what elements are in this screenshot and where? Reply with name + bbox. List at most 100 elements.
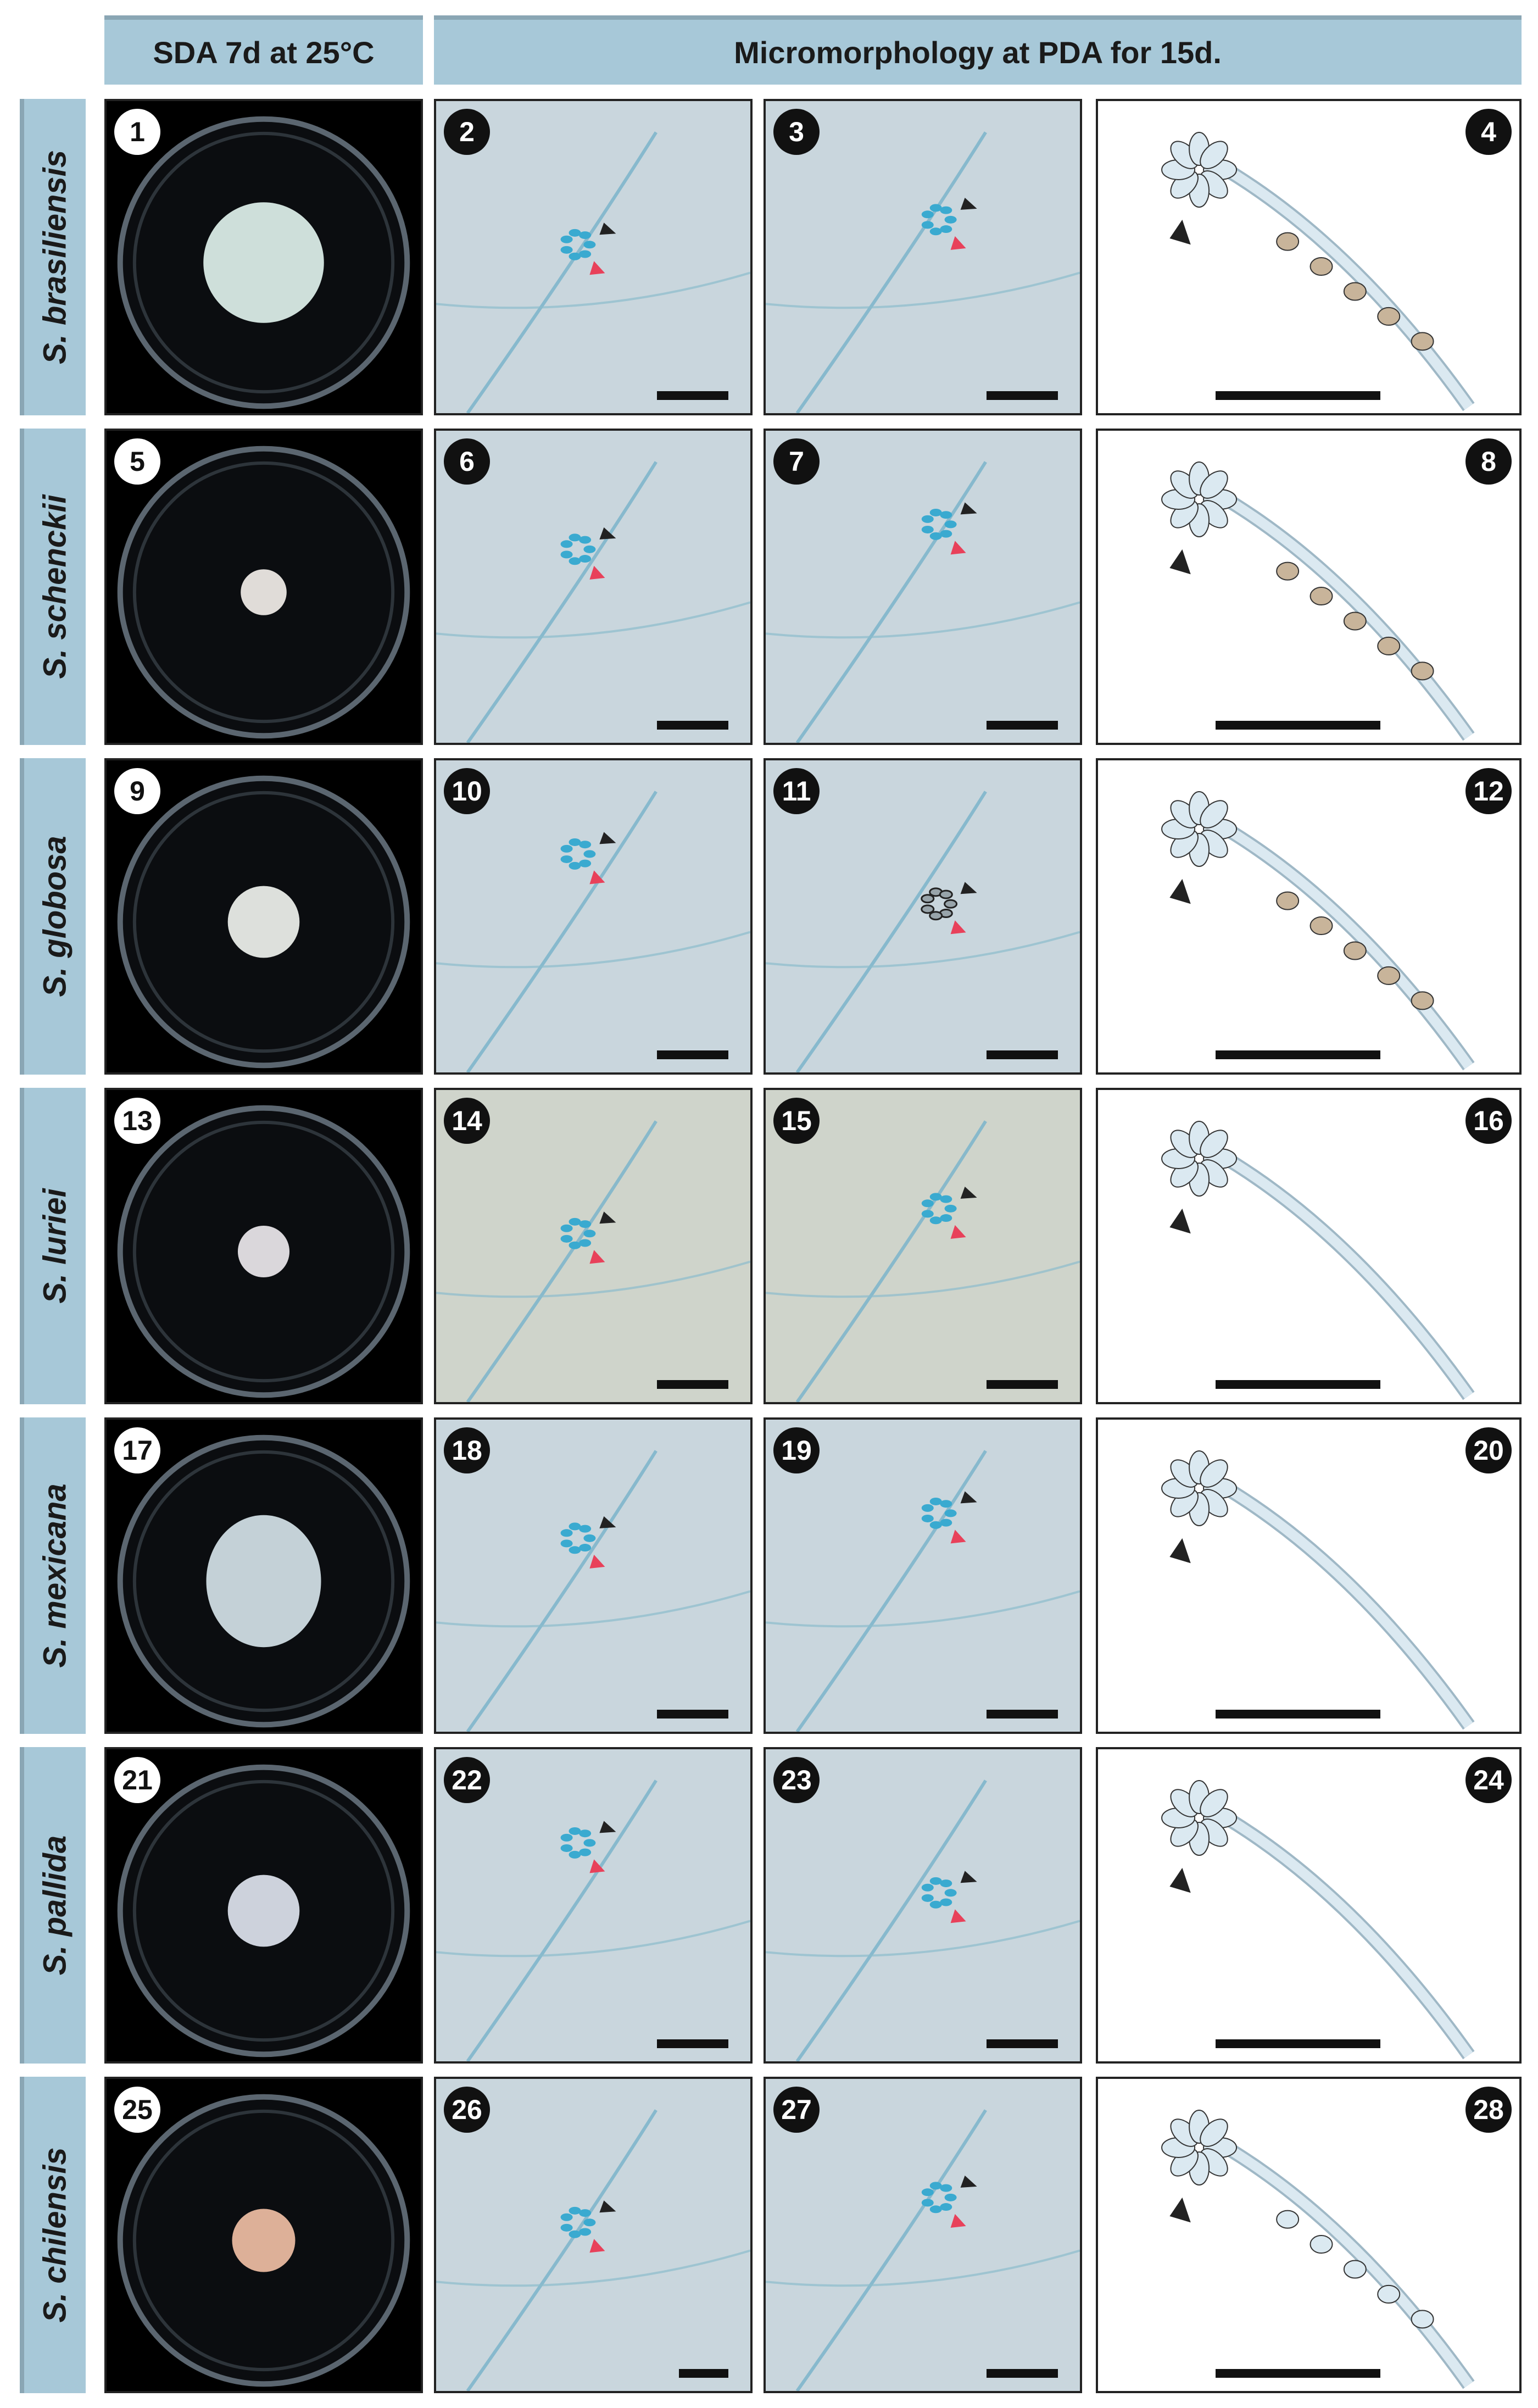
- scale-bar: [679, 2369, 728, 2378]
- panel-number: 22: [444, 1757, 490, 1803]
- micrograph-image: [766, 1779, 1080, 2061]
- panel-number: 18: [444, 1427, 490, 1473]
- illustration-panel: 4: [1096, 99, 1522, 415]
- culture-panel: 13: [104, 1088, 423, 1404]
- scale-bar: [657, 391, 728, 400]
- species-name: S. schenckii: [37, 494, 73, 679]
- species-name: S. luriei: [37, 1188, 73, 1304]
- panel-number: 8: [1465, 438, 1512, 485]
- scale-bar: [1215, 1710, 1380, 1719]
- micrograph-image: [436, 461, 750, 743]
- micrograph-image: [436, 1450, 750, 1732]
- micrograph-image: [766, 1120, 1080, 1402]
- line-drawing: [1161, 2109, 1475, 2389]
- scale-bar: [657, 1710, 728, 1719]
- scale-bar: [987, 1380, 1058, 1389]
- species-name: S. pallida: [37, 1835, 73, 1976]
- petri-dish-image: [117, 1434, 410, 1728]
- petri-dish-image: [117, 446, 410, 739]
- micrograph-panel: 15: [764, 1088, 1082, 1404]
- species-name: S. globosa: [37, 836, 73, 997]
- column-header-micromorphology-text: Micromorphology at PDA for 15d.: [734, 35, 1222, 70]
- scale-bar: [987, 721, 1058, 730]
- panel-number: 23: [773, 1757, 820, 1803]
- panel-number: 14: [444, 1098, 490, 1144]
- panel-number: 7: [773, 438, 820, 485]
- scale-bar: [1215, 2039, 1380, 2048]
- row-label-3: S. globosa: [20, 758, 86, 1075]
- species-name: S. brasiliensis: [37, 149, 73, 365]
- culture-panel: 17: [104, 1417, 423, 1734]
- row-label-2: S. schenckii: [20, 429, 86, 745]
- micrograph-panel: 19: [764, 1417, 1082, 1734]
- panel-number: 2: [444, 109, 490, 155]
- micrograph-image: [766, 461, 1080, 743]
- micrograph-panel: 22: [434, 1747, 753, 2064]
- line-drawing: [1161, 461, 1475, 741]
- petri-dish-image: [117, 775, 410, 1069]
- scale-bar: [987, 391, 1058, 400]
- line-drawing: [1161, 131, 1475, 411]
- petri-dish-image: [117, 1105, 410, 1398]
- micrograph-panel: 3: [764, 99, 1082, 415]
- micrograph-image: [436, 1779, 750, 2061]
- panel-number: 10: [444, 768, 490, 814]
- panel-number: 21: [114, 1757, 160, 1803]
- column-header-culture: SDA 7d at 25°C: [104, 15, 423, 85]
- species-name: S. mexicana: [37, 1483, 73, 1668]
- culture-panel: 9: [104, 758, 423, 1075]
- illustration-panel: 8: [1096, 429, 1522, 745]
- micrograph-image: [436, 2109, 750, 2391]
- panel-number: 9: [114, 768, 160, 814]
- panel-number: 13: [114, 1098, 160, 1144]
- scale-bar: [987, 2039, 1058, 2048]
- micrograph-panel: 2: [434, 99, 753, 415]
- scale-bar: [1215, 1380, 1380, 1389]
- row-label-7: S. chilensis: [20, 2077, 86, 2393]
- illustration-panel: 12: [1096, 758, 1522, 1075]
- panel-number: 16: [1465, 1098, 1512, 1144]
- micrograph-image: [766, 131, 1080, 413]
- scale-bar: [987, 1710, 1058, 1719]
- species-name: S. chilensis: [37, 2147, 73, 2323]
- culture-panel: 21: [104, 1747, 423, 2064]
- scale-bar: [1215, 2369, 1380, 2378]
- scale-bar: [1215, 391, 1380, 400]
- row-label-5: S. mexicana: [20, 1417, 86, 1734]
- culture-panel: 25: [104, 2077, 423, 2393]
- panel-number: 5: [114, 438, 160, 485]
- panel-number: 28: [1465, 2087, 1512, 2133]
- micrograph-panel: 14: [434, 1088, 753, 1404]
- line-drawing: [1161, 791, 1475, 1071]
- micrograph-panel: 6: [434, 429, 753, 745]
- micrograph-image: [436, 131, 750, 413]
- column-header-culture-text: SDA 7d at 25°C: [153, 35, 375, 70]
- line-drawing: [1161, 1120, 1475, 1400]
- panel-number: 17: [114, 1427, 160, 1473]
- panel-number: 25: [114, 2087, 160, 2133]
- culture-panel: 1: [104, 99, 423, 415]
- micrograph-panel: 11: [764, 758, 1082, 1075]
- panel-number: 3: [773, 109, 820, 155]
- line-drawing: [1161, 1450, 1475, 1730]
- micrograph-image: [766, 791, 1080, 1072]
- scale-bar: [987, 2369, 1058, 2378]
- micrograph-panel: 10: [434, 758, 753, 1075]
- panel-number: 11: [773, 768, 820, 814]
- illustration-panel: 20: [1096, 1417, 1522, 1734]
- panel-number: 20: [1465, 1427, 1512, 1473]
- micrograph-panel: 26: [434, 2077, 753, 2393]
- scale-bar: [1215, 721, 1380, 730]
- panel-number: 12: [1465, 768, 1512, 814]
- line-drawing: [1161, 1779, 1475, 2060]
- scale-bar: [657, 2039, 728, 2048]
- panel-number: 15: [773, 1098, 820, 1144]
- micrograph-image: [436, 1120, 750, 1402]
- scale-bar: [657, 721, 728, 730]
- scale-bar: [1215, 1050, 1380, 1059]
- row-label-6: S. pallida: [20, 1747, 86, 2064]
- scale-bar: [657, 1050, 728, 1059]
- illustration-panel: 16: [1096, 1088, 1522, 1404]
- petri-dish-image: [117, 2094, 410, 2387]
- petri-dish-image: [117, 116, 410, 409]
